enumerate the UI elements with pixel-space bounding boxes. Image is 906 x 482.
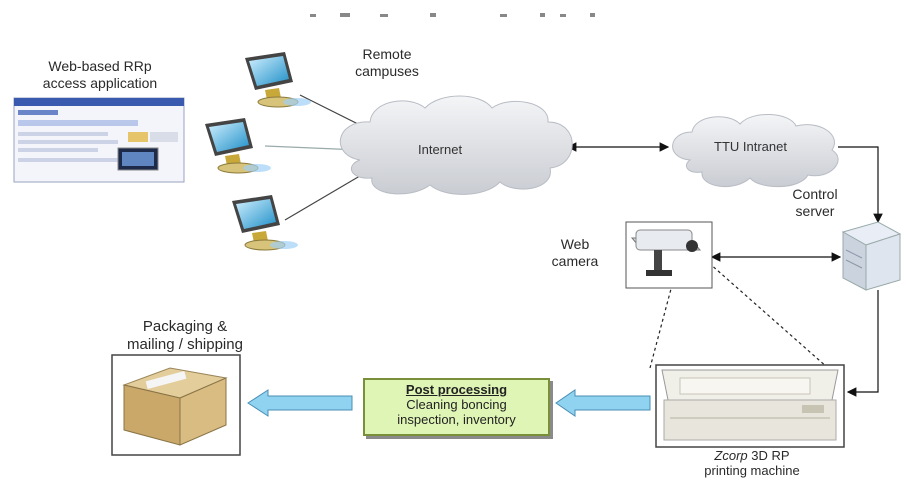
post-processing-line2: inspection, inventory: [397, 412, 516, 427]
web-app-label: Web-based RRp access application: [42, 58, 158, 91]
flow-arrow-post-to-package: [247, 389, 353, 417]
package-icon: [111, 354, 241, 456]
printer-icon: [655, 364, 845, 448]
post-processing-box: Post processing Cleaning boncing inspect…: [363, 378, 550, 436]
printer-model: 3D RP: [747, 448, 790, 463]
packaging-label: Packaging & mailing / shipping: [127, 318, 243, 353]
web-app-screenshot: [13, 97, 185, 183]
camera-view-right: [699, 254, 829, 369]
intranet-cloud: [672, 113, 839, 188]
control-server-label: Control server: [792, 186, 838, 219]
terminal-icon: [232, 195, 298, 251]
post-processing-line1: Cleaning boncing: [406, 397, 507, 412]
post-processing-title: Post processing: [405, 382, 508, 397]
printer-caption: printing machine: [704, 463, 800, 478]
terminal-icon: [205, 118, 271, 174]
intranet-label: TTU Intranet: [714, 139, 787, 154]
internet-label: Internet: [418, 142, 463, 157]
flow-arrow-printer-to-post: [555, 389, 651, 417]
link-server-printer: [846, 290, 879, 397]
web-camera-label: Web camera: [551, 236, 599, 269]
server-icon: [841, 221, 902, 291]
printer-brand: Zcorp: [714, 448, 748, 463]
internet-cloud: [339, 95, 573, 195]
link-terminal3-internet: [284, 169, 371, 221]
terminal-icon: [245, 52, 311, 108]
faded-title: [310, 13, 595, 17]
remote-campuses-label: Remote campuses: [355, 46, 419, 79]
link-intranet-server: [838, 146, 883, 224]
web-camera-icon: [625, 221, 713, 289]
printer-label: Zcorp 3D RP printing machine: [682, 448, 822, 478]
